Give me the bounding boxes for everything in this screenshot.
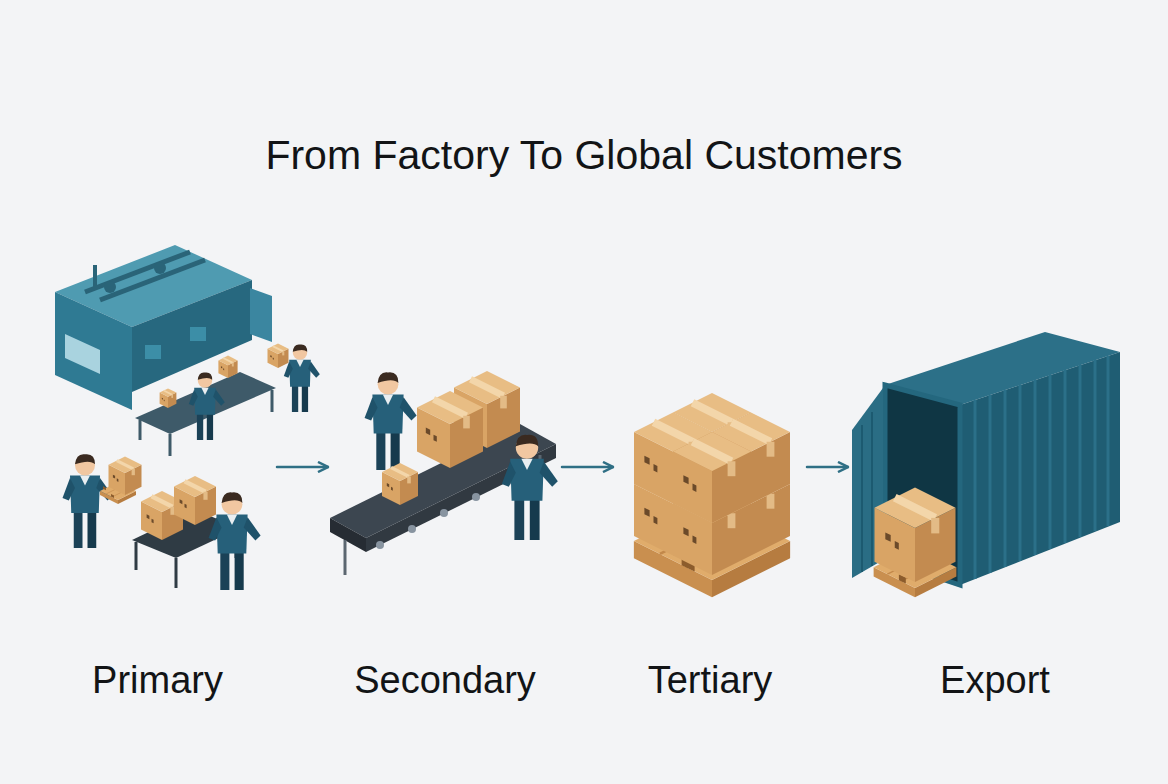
flow-arrow (277, 466, 328, 469)
stage-node: Export (850, 320, 1140, 702)
container-scene (852, 332, 1120, 597)
machine-side (55, 292, 132, 410)
diagram-title: From Factory To Global Customers (0, 132, 1168, 179)
stage-label: Tertiary (555, 658, 865, 702)
conveyor-scene (330, 371, 558, 575)
stage-node: Tertiary (615, 320, 805, 702)
flow-arrow (562, 466, 613, 469)
stage-label: Export (790, 658, 1168, 702)
machine-door (250, 288, 272, 342)
stage-label: Primary (0, 658, 335, 702)
stage-label: Secondary (270, 658, 620, 702)
stage-node: Primary (40, 240, 275, 702)
machine-window (65, 334, 100, 374)
container-side (960, 352, 1120, 585)
flow-arrow (807, 466, 848, 469)
stage-node: Secondary (330, 340, 560, 702)
factory-scene (55, 245, 320, 590)
pallet-scene (634, 393, 790, 597)
